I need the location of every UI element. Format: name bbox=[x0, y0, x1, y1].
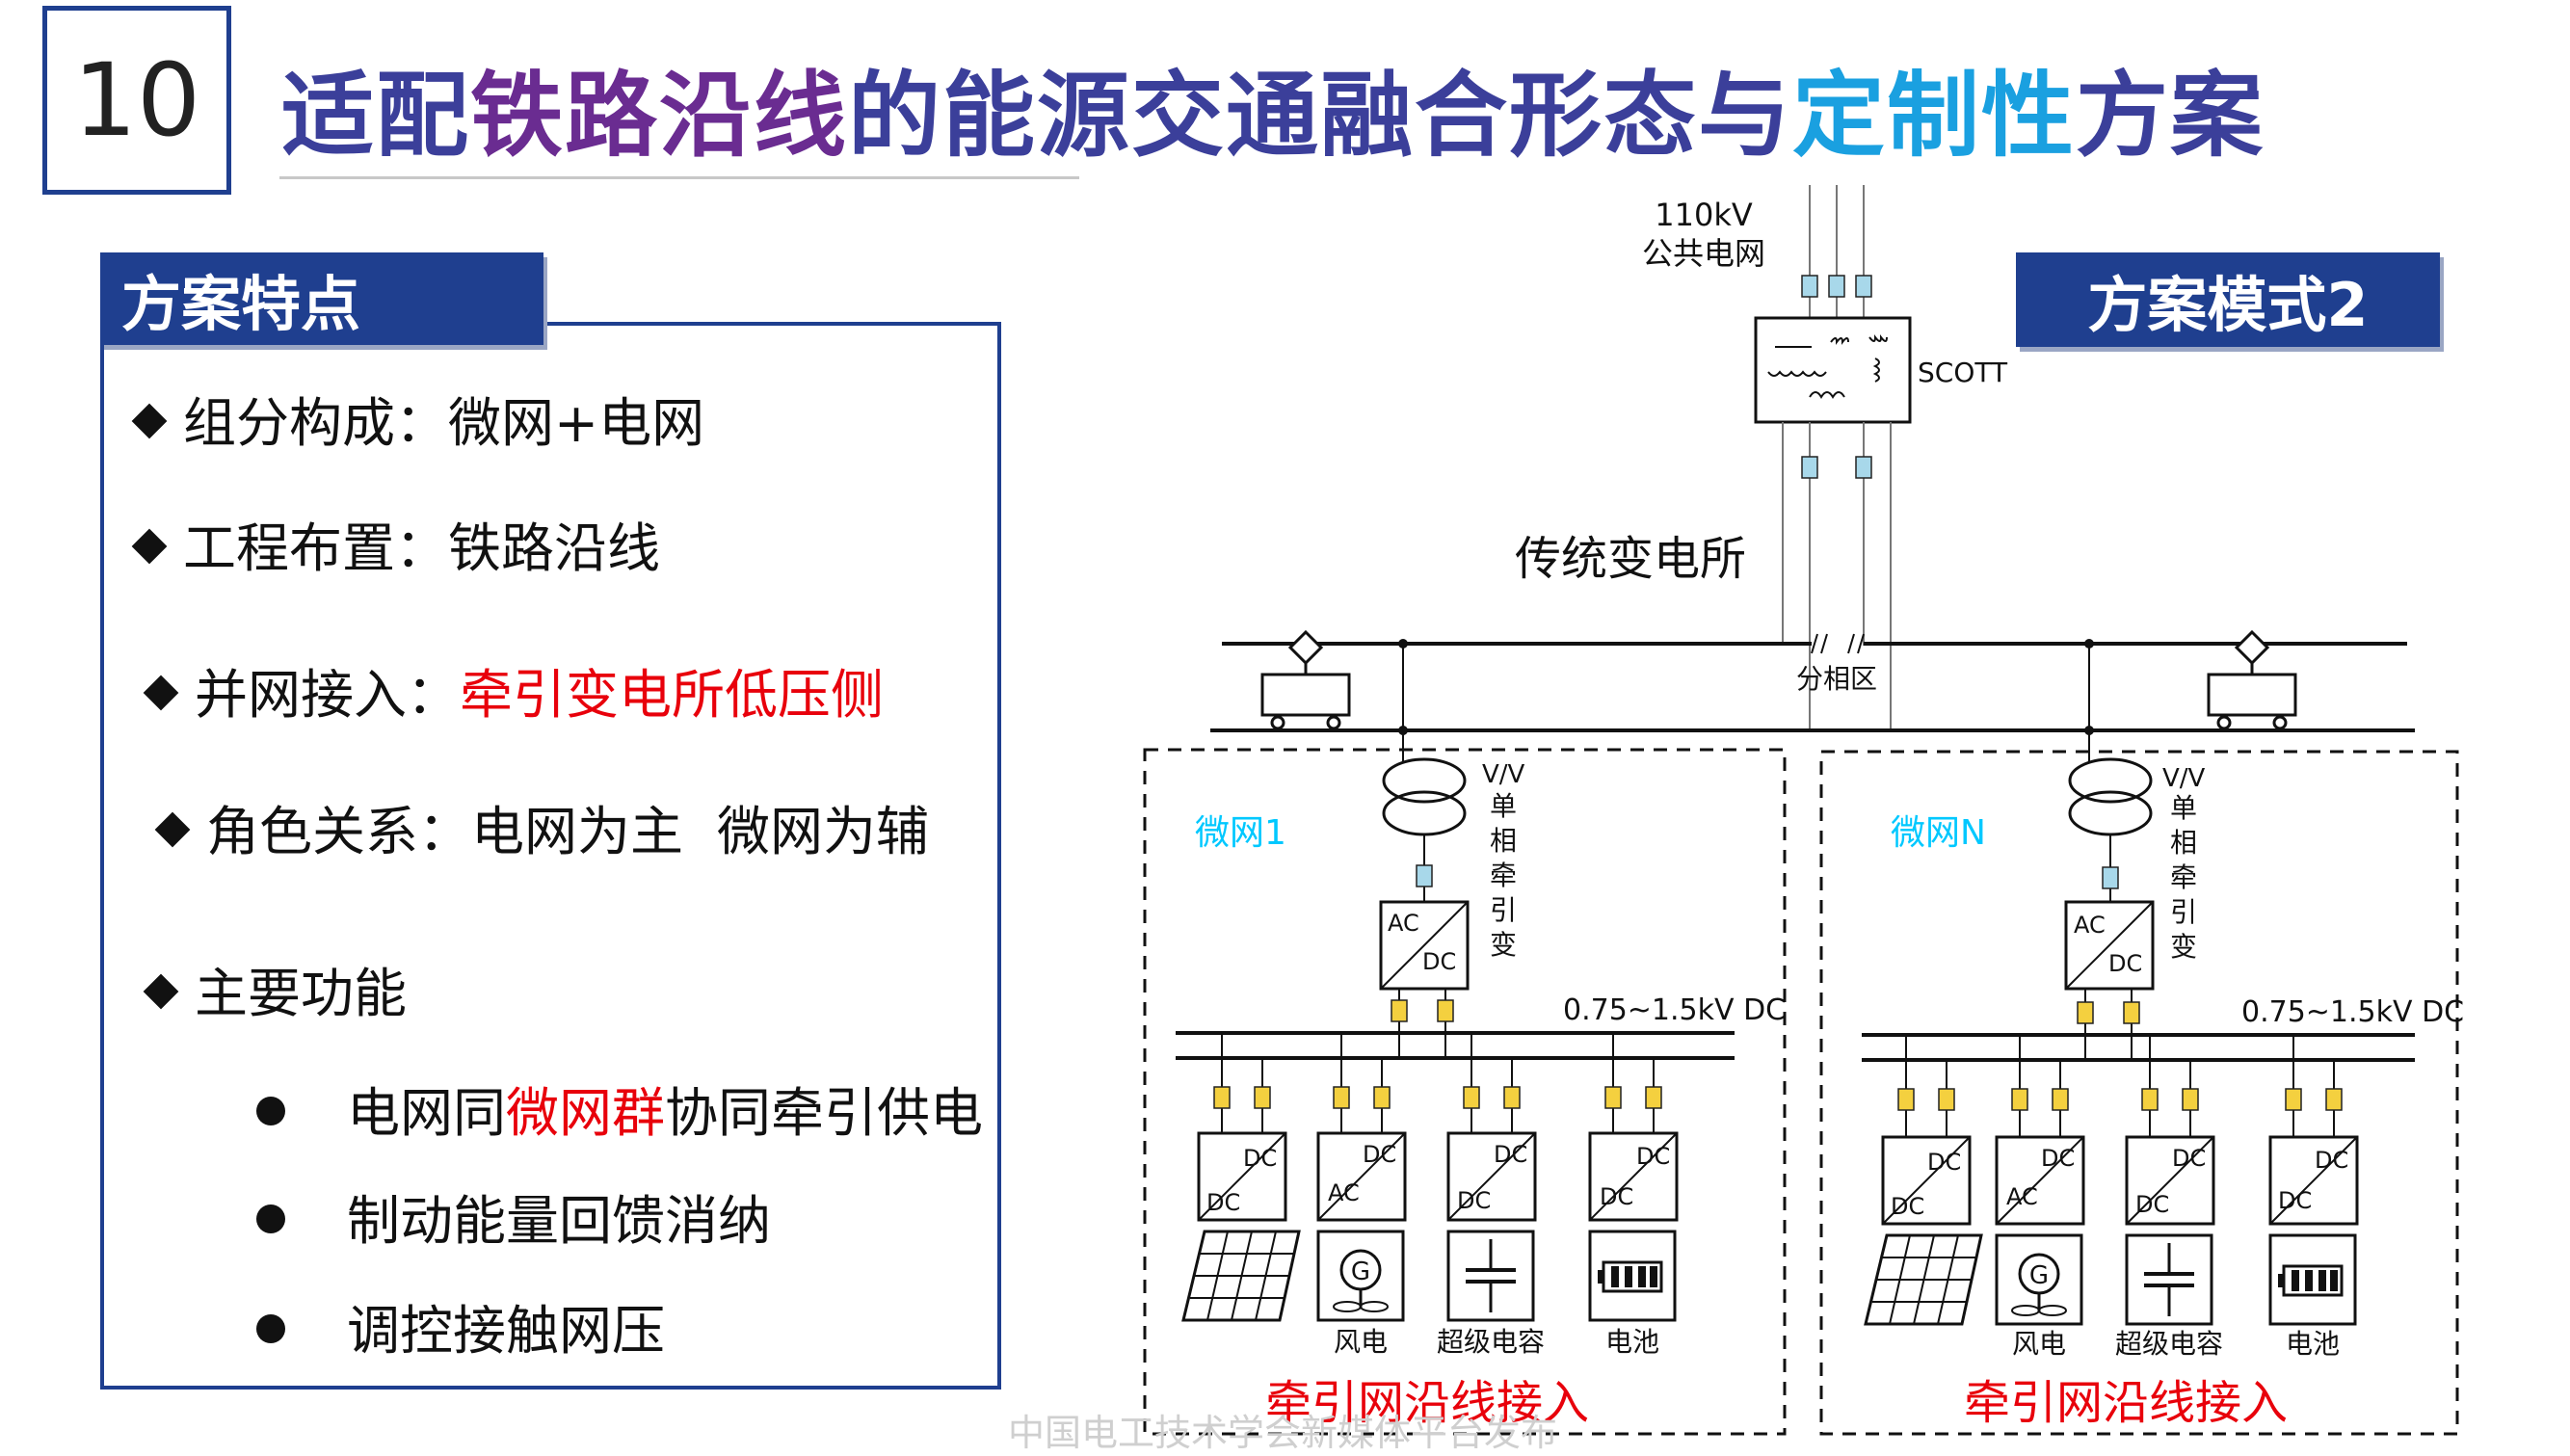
ac-label: AC bbox=[2006, 1183, 2038, 1210]
feature-subitem: 制动能量回馈消纳 bbox=[256, 1178, 771, 1255]
grid-label: 公共电网 bbox=[1642, 235, 1765, 272]
title-part5: 方案 bbox=[2076, 62, 2265, 170]
phase-zone-label: 分相区 bbox=[1796, 663, 1877, 695]
dc-label: DC bbox=[1494, 1141, 1527, 1168]
dc-bus-label: 0.75~1.5kV DC bbox=[2241, 995, 2464, 1029]
access-label: 牵引网沿线接入 bbox=[1265, 1376, 1589, 1430]
microgrid-n-label: 微网N bbox=[1891, 813, 1986, 853]
feature-item: 组分构成：微网+电网 bbox=[131, 380, 704, 457]
wind-label: 风电 bbox=[1334, 1326, 1388, 1358]
dot-bullet-icon bbox=[256, 1204, 285, 1233]
ac-label: AC bbox=[1328, 1179, 1360, 1206]
title-part2: 铁路沿线 bbox=[470, 62, 848, 170]
feature-item: 主要功能 bbox=[143, 950, 407, 1027]
wind-label: 风电 bbox=[2012, 1328, 2066, 1360]
dot-bullet-icon bbox=[256, 1313, 285, 1343]
feature-item: 角色关系：电网为主 微网为辅 bbox=[154, 788, 929, 865]
feature-item: 并网接入：牵引变电所低压侧 bbox=[143, 651, 884, 728]
title-part1: 适配 bbox=[281, 62, 470, 170]
feature-item: 工程布置：铁路沿线 bbox=[131, 505, 660, 582]
scott-transformer bbox=[1754, 316, 1912, 424]
access-label: 牵引网沿线接入 bbox=[1964, 1376, 2288, 1430]
substation-label: 传统变电所 bbox=[1515, 532, 1746, 586]
microgrid-n bbox=[1819, 644, 2459, 1436]
grid-lines bbox=[1809, 185, 1865, 320]
dc-label: DC bbox=[2172, 1145, 2206, 1172]
dc-label: DC bbox=[1600, 1183, 1633, 1210]
slide-title: 适配铁路沿线的能源交通融合形态与定制性方案 bbox=[281, 40, 2265, 174]
dc-label: DC bbox=[1206, 1189, 1240, 1216]
battery-label: 电池 bbox=[2286, 1328, 2340, 1360]
ac-label: AC bbox=[1388, 910, 1419, 937]
grid-breakers bbox=[1801, 275, 1872, 298]
ac-label: AC bbox=[2074, 912, 2106, 939]
microgrid-1-label: 微网1 bbox=[1195, 813, 1286, 853]
features-panel bbox=[100, 322, 1001, 1390]
traction-transformer-label: 变 bbox=[2170, 931, 2197, 963]
catenary-line bbox=[1210, 642, 2415, 732]
dc-label: DC bbox=[2278, 1187, 2312, 1214]
scott-label: SCOTT bbox=[1918, 357, 2008, 388]
dc-label: DC bbox=[1243, 1145, 1277, 1172]
traction-transformer-label: 牵 bbox=[1490, 860, 1517, 891]
dc-label: DC bbox=[1363, 1141, 1396, 1168]
traction-transformer-label: 单 bbox=[2170, 792, 2197, 824]
dc-bus-label: 0.75~1.5kV DC bbox=[1563, 993, 1786, 1027]
dc-label: DC bbox=[1891, 1193, 1924, 1220]
title-part4: 定制性 bbox=[1792, 62, 2076, 170]
dc-label: DC bbox=[1457, 1187, 1491, 1214]
traction-transformer-label: 变 bbox=[1490, 929, 1517, 961]
microgrid-1 bbox=[1143, 644, 1787, 1436]
title-part3: 的能源交通融合形态与 bbox=[848, 62, 1792, 170]
feature-subitem: 电网同微网群协同牵引供电 bbox=[256, 1070, 983, 1147]
traction-transformer-label: 牵 bbox=[2170, 861, 2197, 893]
dc-label: DC bbox=[2135, 1191, 2169, 1218]
dc-label: DC bbox=[2041, 1145, 2075, 1172]
vv-label: V/V bbox=[2162, 764, 2206, 793]
title-underline bbox=[279, 176, 1079, 179]
feeder-breakers bbox=[1801, 456, 1872, 479]
slide-number: 10 bbox=[42, 6, 231, 195]
traction-transformer-label: 引 bbox=[2170, 896, 2197, 928]
phase-gap bbox=[1811, 633, 1865, 654]
mode-header: 方案模式2 bbox=[2016, 252, 2440, 347]
dc-label: DC bbox=[1927, 1149, 1961, 1176]
dc-label: DC bbox=[2108, 950, 2142, 977]
grid-voltage-label: 110kV bbox=[1655, 197, 1753, 233]
vv-label: V/V bbox=[1482, 760, 1525, 789]
watermark: 中国电工技术学会新媒体平台发布 bbox=[1008, 1412, 1558, 1454]
train-icon bbox=[1260, 630, 1351, 730]
feature-subitem: 调控接触网压 bbox=[256, 1287, 665, 1364]
dot-bullet-icon bbox=[256, 1096, 285, 1125]
dc-label: DC bbox=[2315, 1147, 2348, 1174]
traction-transformer-label: 单 bbox=[1490, 790, 1517, 822]
traction-transformer-label: 引 bbox=[1490, 894, 1517, 926]
traction-transformer-label: 相 bbox=[2170, 827, 2197, 859]
supercap-label: 超级电容 bbox=[1437, 1326, 1545, 1358]
battery-label: 电池 bbox=[1605, 1326, 1659, 1358]
features-header: 方案特点 bbox=[100, 252, 543, 345]
supercap-label: 超级电容 bbox=[2115, 1328, 2223, 1360]
train-icon bbox=[2207, 630, 2297, 730]
dc-label: DC bbox=[1636, 1143, 1670, 1170]
traction-transformer-label: 相 bbox=[1490, 825, 1517, 857]
dc-label: DC bbox=[1422, 948, 1456, 975]
